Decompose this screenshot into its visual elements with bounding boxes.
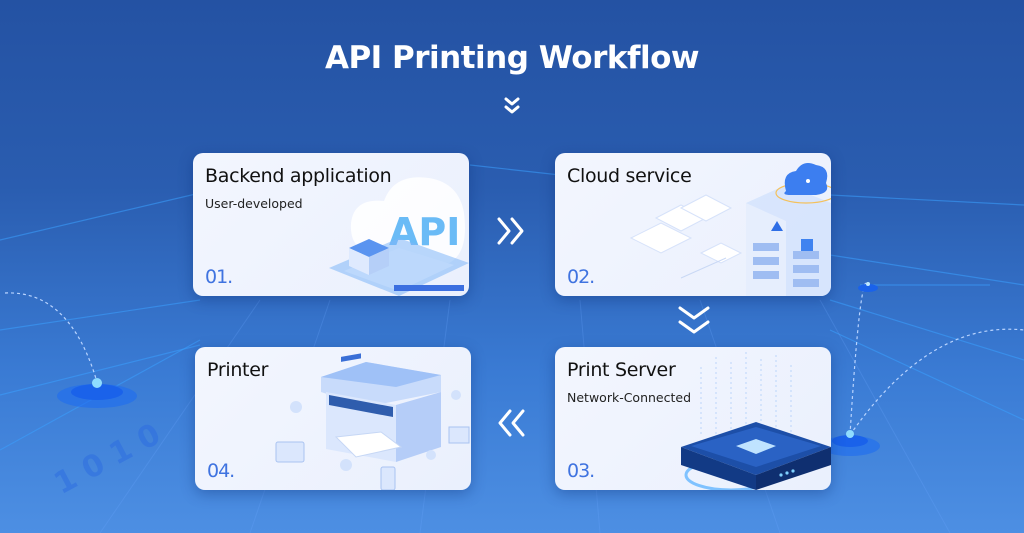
double-chevron-left-icon (498, 409, 525, 437)
binary-decoration: 1 0 1 0 (48, 417, 166, 502)
step-card-printer: Printer 04. (195, 347, 471, 490)
step-title: Cloud service (567, 165, 692, 187)
dotted-arc-right-1 (849, 281, 869, 436)
signal-node-left (57, 378, 137, 408)
step-card-print-server: Print Server Network-Connected 03. (555, 347, 831, 490)
step-subtitle: Network-Connected (567, 390, 692, 405)
step-card-cloud-service: Cloud service 02. (555, 153, 831, 296)
dotted-arc-left (4, 292, 98, 383)
signal-node-top-right (858, 282, 878, 292)
step-number: 04. (207, 460, 235, 482)
print-server-box-illustration (681, 352, 831, 490)
signal-node-right (820, 430, 880, 456)
double-chevron-down-icon (504, 97, 520, 114)
step-title: Backend application (205, 165, 392, 187)
laser-printer-illustration (275, 353, 470, 490)
step-card-backend-application: API Backend application User-developed 0… (193, 153, 469, 296)
page-title: API Printing Workflow (324, 40, 700, 76)
step-title: Print Server (567, 359, 676, 381)
double-chevron-right-icon (497, 217, 524, 245)
step-number: 01. (205, 266, 233, 288)
dotted-arc-right-2 (849, 328, 1024, 436)
step-subtitle: User-developed (205, 196, 303, 211)
cloud-data-center-illustration (629, 163, 831, 296)
api-cloud-server-illustration: API (329, 177, 469, 296)
svg-text:1 0 1 0: 1 0 1 0 (48, 417, 166, 502)
step-number: 03. (567, 460, 595, 482)
double-chevron-down-icon (678, 306, 710, 334)
step-number: 02. (567, 266, 595, 288)
step-title: Printer (207, 359, 269, 381)
